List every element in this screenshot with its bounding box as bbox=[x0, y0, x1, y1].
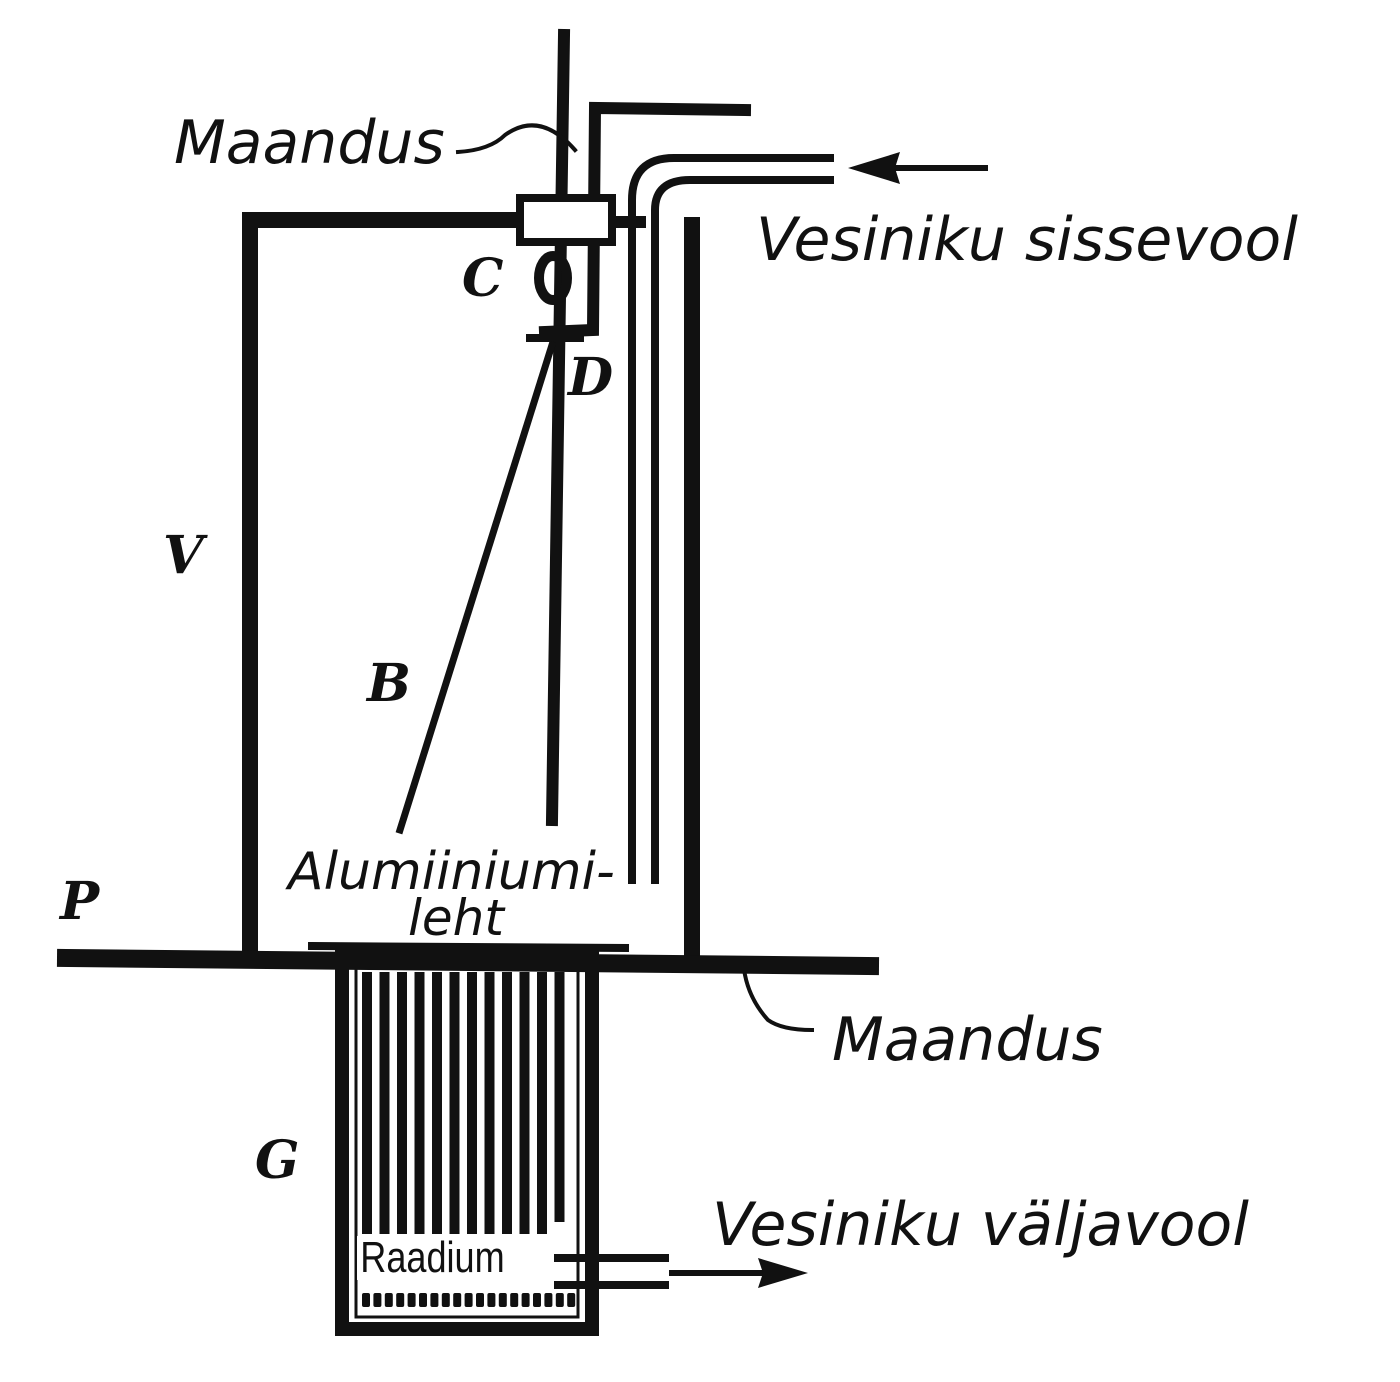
label-radium: Raadium bbox=[357, 1236, 508, 1280]
inlet-tube-outer bbox=[628, 154, 834, 884]
radium-plate bbox=[467, 972, 477, 1234]
label-b: B bbox=[367, 653, 411, 714]
radium-granule bbox=[407, 1293, 416, 1307]
radium-granule bbox=[498, 1293, 507, 1307]
radium-granule bbox=[396, 1293, 405, 1307]
radium-granule bbox=[476, 1293, 484, 1307]
radium-granule bbox=[441, 1293, 450, 1307]
label-hydrogen-out: Vesiniku väljavool bbox=[712, 1190, 1249, 1260]
radium-granule bbox=[464, 1293, 473, 1307]
radium-granule bbox=[362, 1293, 370, 1307]
hook-ring bbox=[534, 251, 572, 305]
radium-granule bbox=[384, 1293, 393, 1307]
radium-plate bbox=[484, 972, 495, 1234]
radium-granules bbox=[362, 1293, 576, 1307]
central-rod bbox=[545, 28, 571, 827]
plate-window bbox=[307, 941, 630, 953]
aluminium-leaf bbox=[395, 340, 557, 835]
arrow-out-head bbox=[758, 1258, 808, 1288]
radium-granule bbox=[430, 1293, 439, 1307]
ground-leader-bottom bbox=[742, 972, 815, 1033]
radium-plate bbox=[519, 972, 530, 1234]
radium-plate bbox=[432, 972, 442, 1234]
radium-container-inner bbox=[354, 965, 580, 1319]
radium-granule bbox=[510, 1293, 519, 1307]
ground-leader-top bbox=[455, 123, 578, 155]
label-v: V bbox=[163, 525, 204, 586]
arrow-in-head bbox=[848, 152, 900, 184]
radium-plate bbox=[362, 972, 372, 1234]
inlet-tube-inner bbox=[651, 176, 834, 884]
label-ground-bottom: Maandus bbox=[832, 1005, 1103, 1075]
radium-granule bbox=[419, 1293, 427, 1307]
radium-granule bbox=[533, 1293, 541, 1307]
radium-granule bbox=[567, 1293, 576, 1307]
radium-plate bbox=[554, 972, 565, 1222]
label-c: C bbox=[462, 248, 504, 309]
radium-plate bbox=[414, 972, 425, 1234]
label-aluminium-1: Alumiiniumi- bbox=[288, 842, 615, 902]
radium-granule bbox=[544, 1293, 553, 1307]
label-d: D bbox=[568, 347, 614, 408]
vessel-wall bbox=[242, 212, 528, 958]
label-aluminium-2: leht bbox=[408, 889, 504, 947]
radium-plate bbox=[502, 972, 512, 1234]
label-g: G bbox=[255, 1130, 300, 1191]
label-p: P bbox=[60, 871, 100, 932]
radium-plate bbox=[379, 972, 390, 1234]
insulator-plug bbox=[516, 194, 616, 246]
radium-plates bbox=[362, 972, 565, 1234]
radium-plate bbox=[537, 972, 547, 1234]
radium-plate bbox=[449, 972, 460, 1234]
label-ground-top: Maandus bbox=[174, 108, 445, 178]
label-hydrogen-in: Vesiniku sissevool bbox=[756, 205, 1298, 275]
radium-granule bbox=[487, 1293, 496, 1307]
radium-plate bbox=[397, 972, 407, 1234]
radium-granule bbox=[373, 1293, 382, 1307]
radium-granule bbox=[555, 1293, 564, 1307]
radium-granule bbox=[521, 1293, 530, 1307]
radium-granule bbox=[453, 1293, 462, 1307]
radium-container bbox=[335, 948, 599, 1336]
